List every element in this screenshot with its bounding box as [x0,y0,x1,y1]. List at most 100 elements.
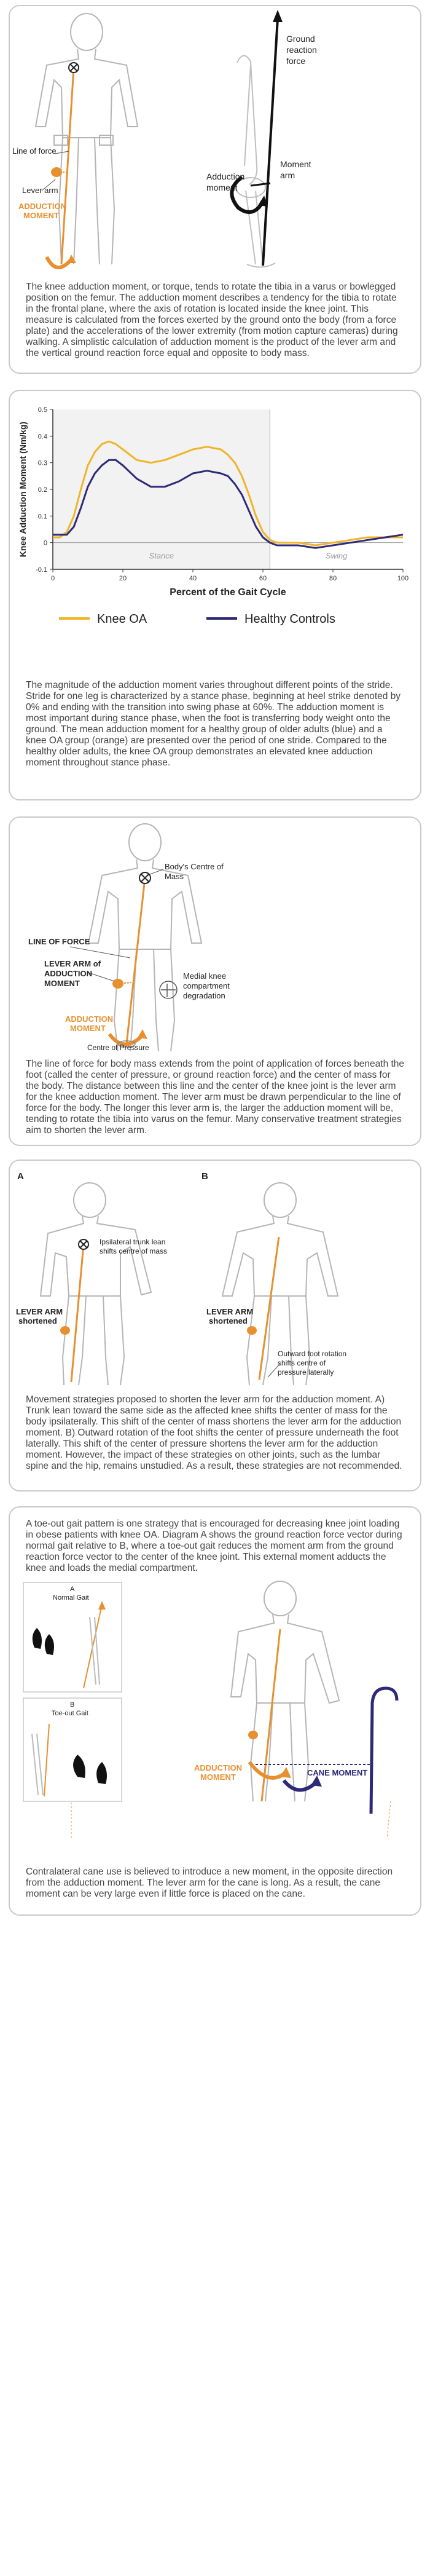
label-com-1: Body's Centre of [165,862,224,871]
y-tick-label: 0.3 [38,460,47,467]
caption-gait-cycle: The magnitude of the adduction moment va… [26,680,401,768]
label-moment: MOMENT [200,1772,236,1782]
label-grf-1: Ground [286,34,315,44]
moment-arm-line [250,182,271,187]
body-outline-foot-rotation [221,1182,339,1386]
x-axis-label: Percent of the Gait Cycle [170,587,286,598]
medial-knee-icon [159,981,178,999]
label-moment: MOMENT [70,1024,106,1033]
legend-label-0: Knee OA [97,612,147,626]
adduction-moment-curl-icon [230,175,265,215]
footprints-normal-icon [32,1628,54,1655]
x-tick-label: 100 [397,575,408,582]
adduction-moment-arrow [108,1033,144,1046]
caption-adduction-moment: The knee adduction moment, or torque, te… [26,282,398,358]
y-tick-label: 0.5 [38,406,47,414]
knee-joint-icon-b [247,1326,257,1335]
panel-line-of-force: Body's Centre of Mass LINE OF FORCE LEVE… [9,816,421,1146]
label-adduction-1: Adduction [206,172,244,181]
y-tick-label: 0.4 [38,433,47,440]
x-tick-label: 60 [259,575,267,582]
figure-adduction-moment: Line of force Lever arm ADDUCTION MOMENT… [12,10,317,269]
y-tick-label: 0.1 [38,513,47,520]
label-medial-2: compartment [183,981,230,990]
label-trunk-1: Ipsilateral trunk lean [100,1238,165,1246]
label-moment-arm-1: Moment [280,159,311,169]
label-line-of-force: Line of force [12,146,57,156]
series-line-0 [53,440,403,547]
ground-reaction-force-arrow [262,18,279,266]
body-outline-trunk-lean [39,1182,152,1386]
inset-normal-gait: A Normal Gait [23,1582,122,1693]
label-lever-1: LEVER ARM of [44,959,101,968]
label-lever-a-2: shortened [18,1316,57,1326]
knee-joint-icon [248,1731,258,1739]
label-lever-a-1: LEVER ARM [16,1307,63,1316]
label-cane-moment: CANE MOMENT [307,1768,367,1777]
label-com-2: Mass [165,872,184,881]
label-line-of-force: LINE OF FORCE [28,937,90,946]
caption-line-of-force: The line of force for body mass extends … [26,1059,405,1136]
label-medial-3: degradation [183,991,225,1000]
line-of-force [125,877,146,1045]
y-tick-label: 0.2 [38,486,47,494]
label-grf-2: reaction [286,45,317,55]
legend-label-1: Healthy Controls [244,612,335,626]
panel-adduction-moment-chart: -0.1 0 0.1 0.2 0.3 0.4 0.5 0 20 40 60 80 100 Stance Sw… [9,390,421,800]
panel-adduction-moment-definition: Line of force Lever arm ADDUCTION MOMENT… [9,5,421,374]
label-moment: MOMENT [23,211,59,220]
caption-toe-out-gait: A toe-out gait pattern is one strategy t… [26,1519,402,1573]
label-centre-of-pressure: Centre of Pressure [87,1043,149,1051]
x-tick-label: 20 [119,575,127,582]
label-a: A [17,1171,24,1182]
x-tick-label: 80 [329,575,337,582]
label-lever-arm: Lever arm [22,186,58,195]
panel-toe-out-and-cane: A toe-out gait pattern is one strategy t… [9,1506,421,1916]
label-foot-2: shifts centre of [278,1359,326,1367]
label-foot-3: pressure laterally [278,1368,334,1377]
knee-joint-icon-a [60,1326,70,1335]
series-line-1 [53,459,404,549]
y-axis-label: Knee Adduction Moment (Nm/kg) [18,422,28,557]
label-normal-gait: Normal Gait [53,1594,89,1602]
line-chart-knee-adduction-moment: -0.1 0 0.1 0.2 0.3 0.4 0.5 0 20 40 60 80 100 Stance Sw… [18,406,408,626]
leg-bone-illustration [235,55,276,268]
adduction-moment-arrow [248,1761,286,1780]
footprints-toeout-icon [73,1755,107,1784]
label-medial-1: Medial knee [183,971,226,981]
label-b: B [201,1171,208,1182]
phase-label-swing: Swing [326,551,348,561]
phase-label-stance: Stance [149,551,173,561]
line-of-force [60,67,75,265]
label-trunk-2: shifts centre of mass [100,1247,167,1255]
centre-of-pressure-icon [117,1040,136,1048]
label-toeout-gait: Toe-out Gait [52,1710,88,1717]
label-moment-arm-2: arm [280,170,295,180]
label-lever-2: ADDUCTION [44,969,92,978]
adduction-moment-arrow [45,256,73,269]
label-adduction: ADDUCTION [194,1763,242,1772]
label-lever-b-2: shortened [209,1316,248,1326]
line-of-force-b [258,1236,280,1380]
label-inset-b: B [70,1701,74,1709]
caption-cane-use: Contralateral cane use is believed to in… [26,1867,393,1899]
inset-toe-out-gait: B Toe-out Gait [23,1697,122,1802]
label-inset-a: A [70,1586,75,1593]
panel-movement-strategies: A B Ipsilateral trunk lean shifts centre… [9,1160,421,1491]
x-tick-label: 0 [51,575,55,582]
label-foot-1: Outward foot rotation [278,1349,346,1358]
label-lever-3: MOMENT [44,979,80,988]
cane-icon [369,1686,399,1814]
label-lever-b-1: LEVER ARM [206,1307,253,1316]
label-grf-3: force [286,56,305,66]
figure-toe-out-and-cane: A Normal Gait B Toe-out Gait [23,1581,399,1839]
x-tick-label: 40 [189,575,197,582]
caption-movement-strategies: Movement strategies proposed to shorten … [26,1394,402,1471]
label-adduction: ADDUCTION [18,202,66,211]
y-tick-label: -0.1 [36,566,47,574]
figure-lever-arm: Body's Centre of Mass LINE OF FORCE LEVE… [28,823,230,1051]
label-adduction-2: moment [206,183,238,192]
y-tick-label: 0 [44,540,47,547]
figure-movement-strategies: A B Ipsilateral trunk lean shifts centre… [16,1171,346,1386]
line-of-force-a [70,1244,85,1383]
